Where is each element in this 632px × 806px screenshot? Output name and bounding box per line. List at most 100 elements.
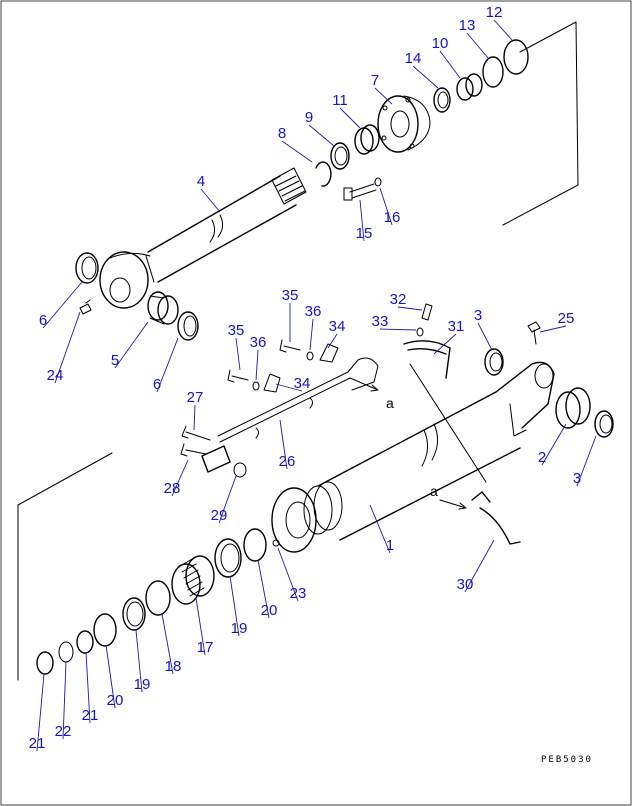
callout-leader-20 (105, 644, 116, 709)
callout-35: 35 (282, 287, 299, 304)
pipe-26 (217, 357, 379, 443)
callout-18: 18 (165, 658, 182, 675)
callout-15: 15 (356, 225, 373, 242)
washer-36b (252, 381, 260, 391)
callout-leader-31 (433, 333, 457, 355)
clamp-31 (403, 340, 451, 379)
callout-leader-4 (200, 188, 221, 213)
wiper-ring-6a (75, 252, 99, 284)
callout-19: 19 (134, 676, 151, 693)
callout-leader-13 (466, 32, 489, 59)
callout-21: 21 (82, 707, 99, 724)
callout-3: 3 (474, 307, 482, 324)
callout-leader-36 (255, 349, 259, 381)
callout-7: 7 (371, 72, 379, 89)
clamp-34a (319, 343, 339, 363)
dust-seal-3b (594, 410, 614, 438)
wiper-ring-6b (177, 311, 199, 341)
ring-21b (36, 651, 54, 675)
callout-6: 6 (153, 376, 161, 393)
callout-1: 1 (386, 537, 394, 554)
callout-leader-30 (464, 539, 495, 593)
o-ring-12 (503, 39, 529, 75)
view-arrow-a1 (349, 377, 379, 392)
callout-leader-21 (36, 673, 45, 752)
bolt-32 (421, 303, 433, 321)
ring-13 (482, 56, 504, 88)
grease-fitting-24 (79, 299, 92, 315)
callout-5: 5 (111, 352, 119, 369)
callout-leader-23 (277, 547, 299, 602)
callout-leader-17 (195, 597, 206, 656)
callout-leader-34 (275, 383, 303, 392)
bolt-35a (279, 339, 301, 353)
callout-21: 21 (29, 735, 46, 752)
o-ring-29 (233, 462, 247, 478)
callout-leader-1 (369, 504, 391, 554)
callout-31: 31 (448, 318, 465, 335)
ring-19b (122, 597, 146, 631)
bolt-27 (181, 425, 211, 441)
bushing-5 (147, 291, 179, 325)
callout-20: 20 (261, 602, 278, 619)
washer-16 (374, 177, 382, 187)
callout-2: 2 (538, 449, 546, 466)
callout-leader-35 (235, 337, 241, 371)
callout-leader-25 (539, 325, 567, 333)
callout-14: 14 (405, 50, 422, 67)
callout-leader-2 (541, 423, 567, 466)
callout-13: 13 (459, 17, 476, 34)
callout-leader-6 (42, 281, 83, 329)
callout-25: 25 (558, 310, 575, 327)
callout-32: 32 (390, 291, 407, 308)
callout-leader-14 (412, 65, 439, 89)
view-mark-a: a (430, 483, 438, 499)
callout-leader-16 (379, 187, 393, 226)
callout-3: 3 (573, 470, 581, 487)
callout-leader-3 (576, 435, 597, 487)
callout-28: 28 (164, 480, 181, 497)
callout-16: 16 (384, 209, 401, 226)
nut-23 (272, 539, 280, 547)
tube-link-line (409, 363, 487, 483)
bushing-11 (354, 124, 380, 155)
grease-fitting-25 (527, 321, 541, 345)
callout-leader-10 (439, 50, 461, 79)
callout-leader-22 (62, 661, 67, 740)
bolt-35b (227, 369, 249, 383)
piston-17 (171, 555, 215, 605)
ring-20b (93, 613, 117, 647)
callout-34: 34 (294, 375, 311, 392)
callout-26: 26 (279, 453, 296, 470)
callout-35: 35 (228, 322, 245, 339)
callout-leader-36 (309, 318, 314, 351)
callout-11: 11 (332, 92, 348, 109)
callout-9: 9 (305, 109, 313, 126)
callout-leader-29 (218, 475, 237, 524)
callout-24: 24 (47, 367, 64, 384)
callout-leader-18 (161, 613, 174, 675)
callout-10: 10 (432, 35, 449, 52)
ring-14 (433, 87, 451, 113)
callout-leader-7 (374, 87, 393, 105)
cylinder-head-7 (377, 95, 431, 153)
bolt-28 (180, 443, 207, 457)
callout-12: 12 (486, 4, 503, 21)
bolt-15 (343, 183, 377, 201)
ring-20a (243, 528, 267, 562)
callout-leader-9 (308, 124, 335, 147)
callout-4: 4 (197, 173, 205, 190)
ring-9 (330, 142, 350, 170)
callout-leader-19 (229, 575, 240, 637)
callout-leader-34 (327, 333, 338, 349)
callout-leader-19 (135, 629, 143, 693)
callout-leader-28 (171, 459, 189, 497)
callout-33: 33 (372, 313, 389, 330)
view-arrow-a2 (439, 499, 467, 510)
dust-seal-3a (484, 348, 504, 376)
flange-28 (201, 445, 231, 473)
ring-18 (145, 580, 171, 616)
callout-leader-6 (156, 337, 179, 393)
